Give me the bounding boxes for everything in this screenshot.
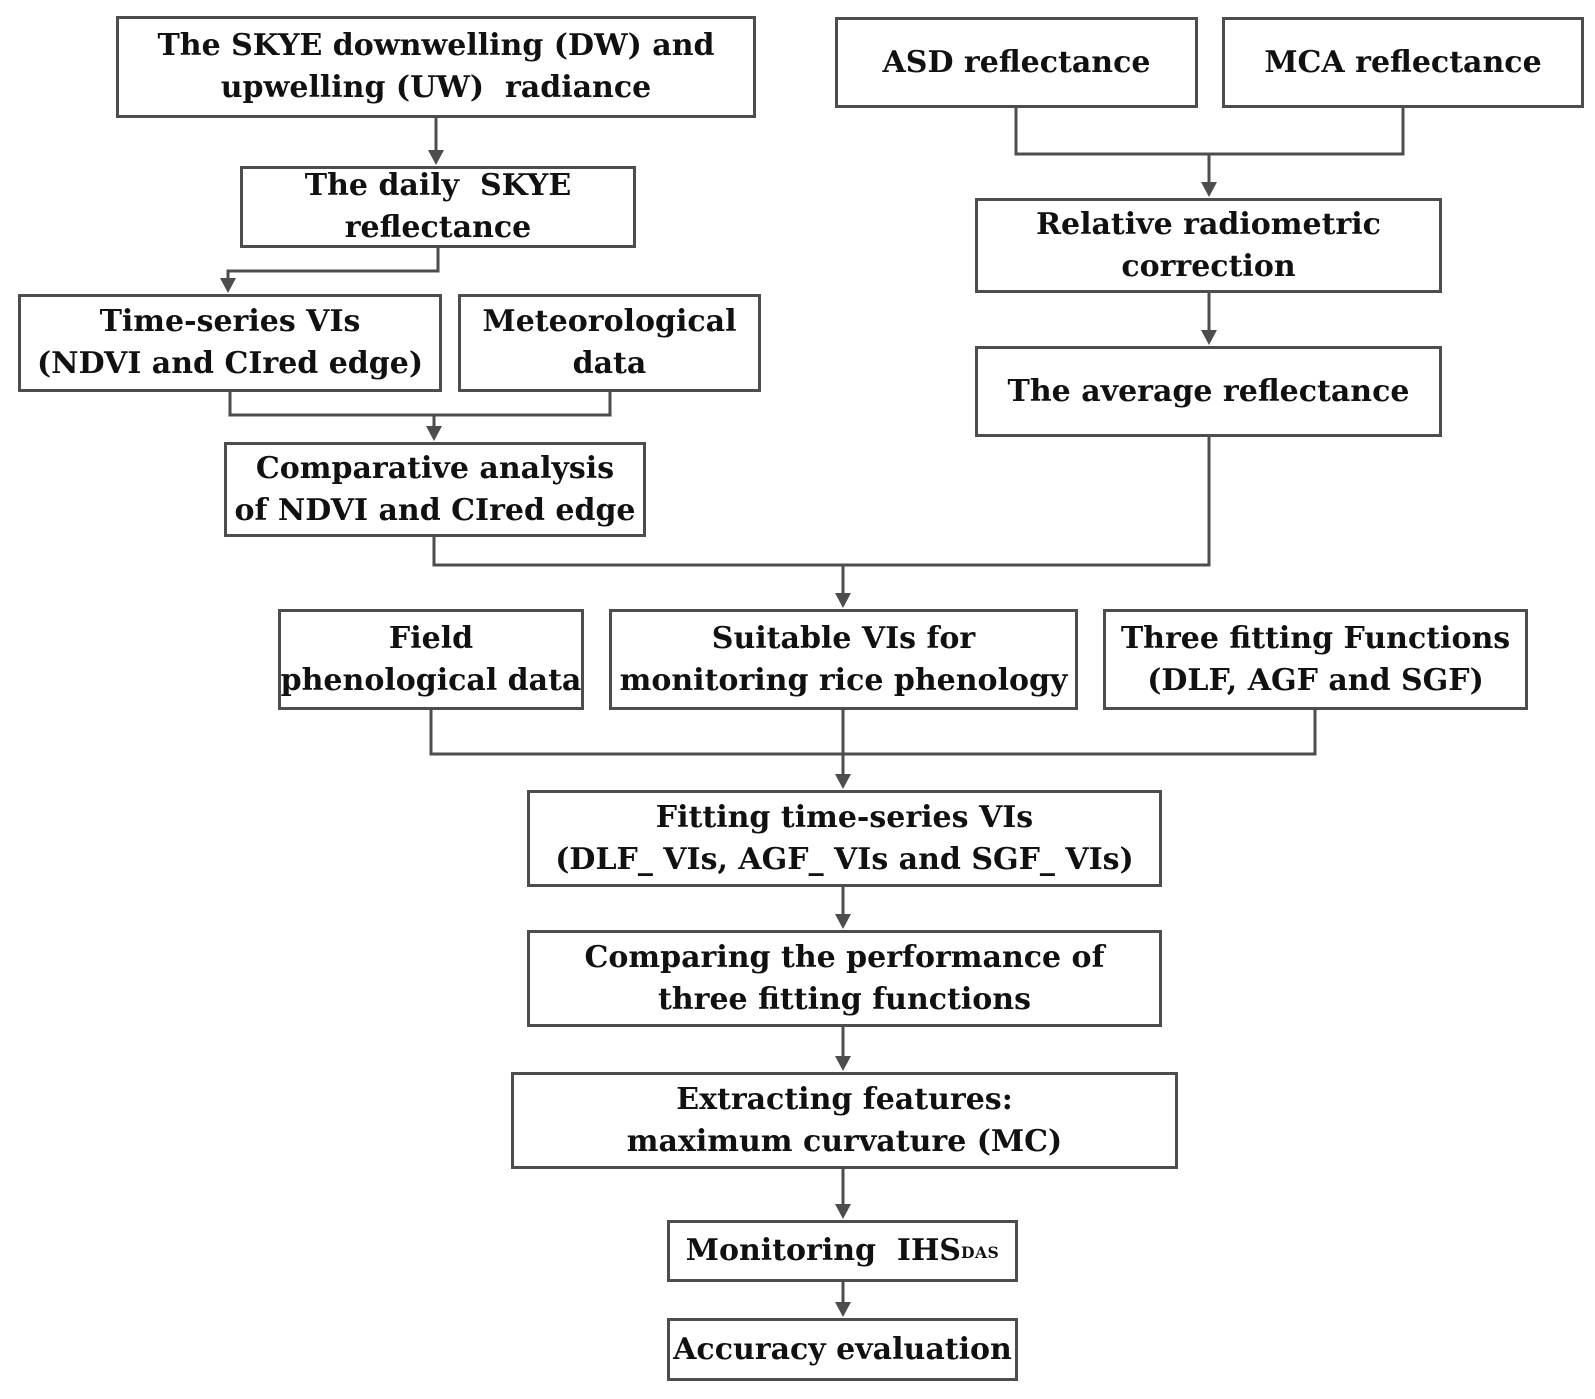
node-accuracy-evaluation: Accuracy evaluation [667,1318,1018,1381]
node-mca-reflectance: MCA reflectance [1222,17,1584,108]
node-skye-radiance: The SKYE downwelling (DW) and upwelling … [116,16,756,118]
node-average-reflectance: The average reflectance [975,346,1442,437]
arrowheads [220,150,1217,1317]
node-field-phenological-data: Field phenological data [278,609,584,710]
monitoring-ihs-subscript: DAS [960,1243,1000,1263]
node-meteorological-data: Meteorological data [458,294,761,392]
monitoring-ihs-label: Monitoring IHS [685,1233,961,1268]
node-fitting-timeseries-vis: Fitting time-series VIs (DLF_ VIs, AGF_ … [527,790,1162,887]
node-timeseries-vis: Time-series VIs (NDVI and CIred edge) [18,294,442,392]
node-relative-radiometric-correction: Relative radiometric correction [975,198,1442,293]
node-comparing-performance: Comparing the performance of three fitti… [527,930,1162,1027]
node-three-fitting-functions: Three fitting Functions (DLF, AGF and SG… [1103,609,1528,710]
node-asd-reflectance: ASD reflectance [835,17,1198,108]
node-comparative-analysis: Comparative analysis of NDVI and CIred e… [224,442,646,537]
node-suitable-vis: Suitable VIs for monitoring rice phenolo… [609,609,1078,710]
node-extracting-features: Extracting features: maximum curvature (… [511,1072,1178,1169]
node-daily-skye-reflectance: The daily SKYE reflectance [240,166,636,248]
